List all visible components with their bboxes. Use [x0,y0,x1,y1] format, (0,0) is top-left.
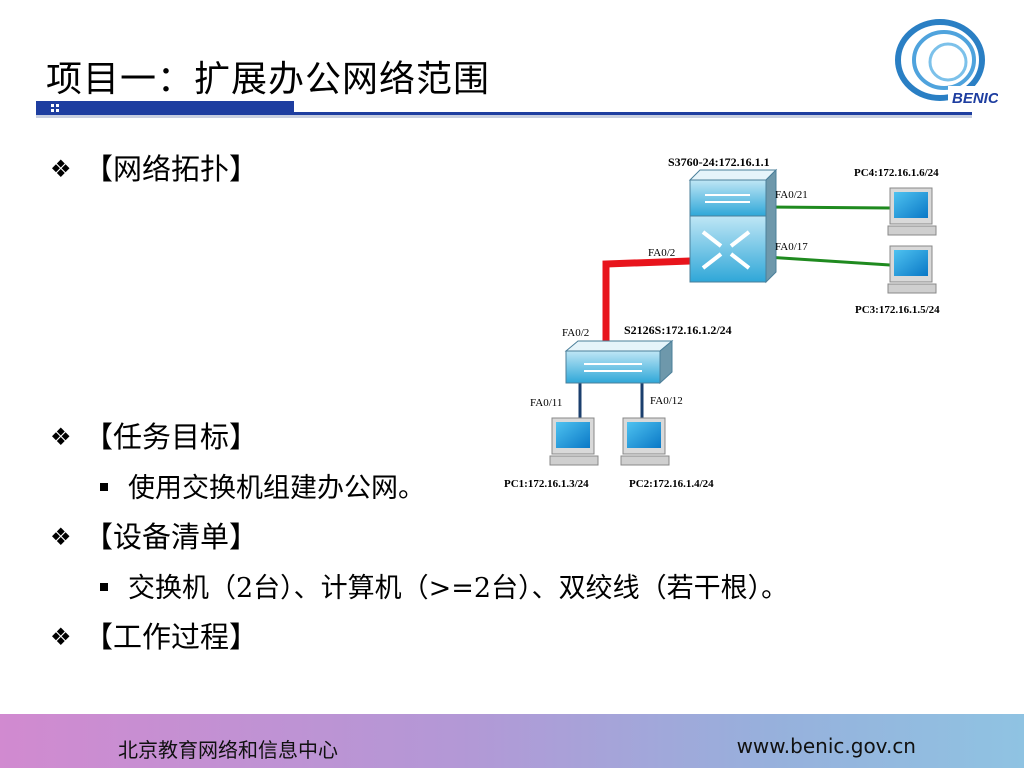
network-topology: S3760-24:172.16.1.1 PC4:172.16.1.6/24 FA… [504,155,940,490]
diamond-bullet-icon: ❖ [50,423,72,451]
benic-logo: BENIC [895,19,998,108]
diamond-bullet-icon: ❖ [50,623,72,651]
bullet-equipment: ❖【设备清单】 [50,520,259,554]
port-access-pc2: FA0/12 [650,395,683,407]
pc1-icon [549,417,599,466]
square-bullet-icon [100,583,108,591]
pc3-label: PC3:172.16.1.5/24 [855,304,940,316]
footer-url: www.benic.gov.cn [736,734,916,758]
pc4-icon [887,187,937,236]
footer-bar: 北京教育网络和信息中心 www.benic.gov.cn [0,714,1024,768]
sub-bullet-equipment: 交换机（2台）、计算机（>=2台）、双绞线（若干根）。 [100,566,788,605]
port-access-uplink: FA0/2 [562,327,589,339]
title-rule [36,101,294,115]
title-rule-shadow [36,115,972,118]
link-core-pc4 [765,205,891,210]
pc2-icon [620,417,670,466]
link-uplink [602,257,691,342]
title-rule-thin [294,112,972,115]
core-switch-label: S3760-24:172.16.1.1 [668,155,770,169]
sub-bullet-goal: 使用交换机组建办公网。 [100,466,425,505]
port-core-pc3: FA0/17 [775,241,808,253]
diamond-bullet-icon: ❖ [50,155,72,183]
core-switch-icon [688,168,778,284]
access-switch-label: S2126S:172.16.1.2/24 [624,323,732,337]
logo-text: BENIC [952,90,998,107]
diamond-icon [51,104,59,112]
footer-org: 北京教育网络和信息中心 [118,738,338,762]
port-core-uplink: FA0/2 [648,247,675,259]
slide-title: 项目一：扩展办公网络范围 [46,59,491,100]
diamond-bullet-icon: ❖ [50,523,72,551]
port-access-pc1: FA0/11 [530,397,562,409]
pc2-label: PC2:172.16.1.4/24 [629,478,714,490]
pc1-label: PC1:172.16.1.3/24 [504,478,589,490]
bullet-goal: ❖【任务目标】 [50,420,259,454]
bullet-topology: ❖【网络拓扑】 [50,152,259,186]
pc4-label: PC4:172.16.1.6/24 [854,167,939,179]
access-switch-icon [564,339,674,385]
link-core-pc3 [765,255,891,267]
bullet-process: ❖【工作过程】 [50,620,259,654]
pc3-icon [887,245,937,294]
port-core-pc4: FA0/21 [775,189,808,201]
square-bullet-icon [100,483,108,491]
